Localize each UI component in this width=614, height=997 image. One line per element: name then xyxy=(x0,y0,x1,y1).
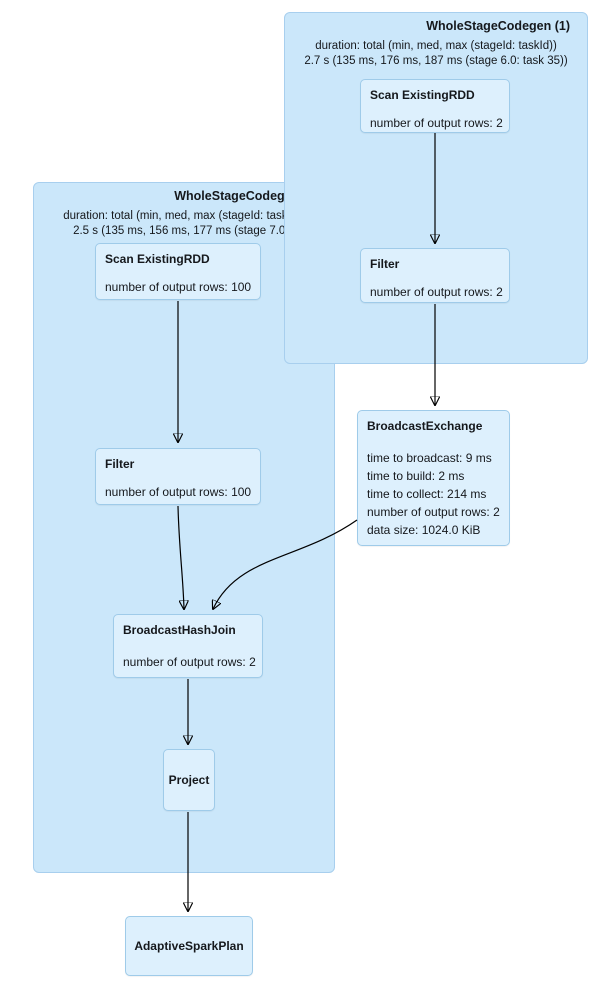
node-project[interactable]: Project xyxy=(163,749,215,811)
node-broadcast-hash-join[interactable]: BroadcastHashJoin number of output rows:… xyxy=(113,614,263,678)
cluster-duration: duration: total (min, med, max (stageId:… xyxy=(34,209,334,239)
metric-output-rows: number of output rows: 2 xyxy=(367,505,500,519)
node-filter-1[interactable]: Filter number of output rows: 2 xyxy=(360,248,510,303)
node-title: Scan ExistingRDD xyxy=(105,252,210,266)
node-title: Filter xyxy=(105,457,135,471)
node-title: BroadcastExchange xyxy=(367,419,483,433)
metric-output-rows: number of output rows: 2 xyxy=(123,655,256,669)
cluster-wholestagecodegen-1: WholeStageCodegen (1) duration: total (m… xyxy=(284,12,588,364)
node-scan-existing-rdd-1[interactable]: Scan ExistingRDD number of output rows: … xyxy=(360,79,510,133)
node-scan-existing-rdd-2[interactable]: Scan ExistingRDD number of output rows: … xyxy=(95,243,261,300)
node-title: BroadcastHashJoin xyxy=(123,623,236,637)
node-title: Scan ExistingRDD xyxy=(370,88,475,102)
duration-label: duration: total (min, med, max (stageId:… xyxy=(315,40,557,52)
node-title: AdaptiveSparkPlan xyxy=(134,939,244,953)
metric-output-rows: number of output rows: 100 xyxy=(105,485,252,499)
metric-output-rows: number of output rows: 2 xyxy=(370,285,503,299)
cluster-duration: duration: total (min, med, max (stageId:… xyxy=(285,39,587,69)
duration-value: 2.7 s (135 ms, 176 ms, 187 ms (stage 6.0… xyxy=(304,55,568,67)
metric-data-size: data size: 1024.0 KiB xyxy=(367,523,481,537)
metric-time-to-broadcast: time to broadcast: 9 ms xyxy=(367,451,492,465)
node-title: Project xyxy=(168,773,210,787)
duration-value: 2.5 s (135 ms, 156 ms, 177 ms (stage 7.0… xyxy=(73,225,295,237)
cluster-title: WholeStageCodegen (2) xyxy=(174,189,318,203)
metric-output-rows: number of output rows: 100 xyxy=(105,280,252,294)
cluster-title: WholeStageCodegen (1) xyxy=(426,19,570,33)
node-broadcast-exchange[interactable]: BroadcastExchange time to broadcast: 9 m… xyxy=(357,410,510,546)
node-adaptive-spark-plan[interactable]: AdaptiveSparkPlan xyxy=(125,916,253,976)
metric-time-to-collect: time to collect: 214 ms xyxy=(367,487,487,501)
metric-time-to-build: time to build: 2 ms xyxy=(367,469,465,483)
metric-output-rows: number of output rows: 2 xyxy=(370,116,503,130)
node-filter-2[interactable]: Filter number of output rows: 100 xyxy=(95,448,261,505)
node-title: Filter xyxy=(370,257,400,271)
duration-label: duration: total (min, med, max (stageId:… xyxy=(63,210,305,222)
